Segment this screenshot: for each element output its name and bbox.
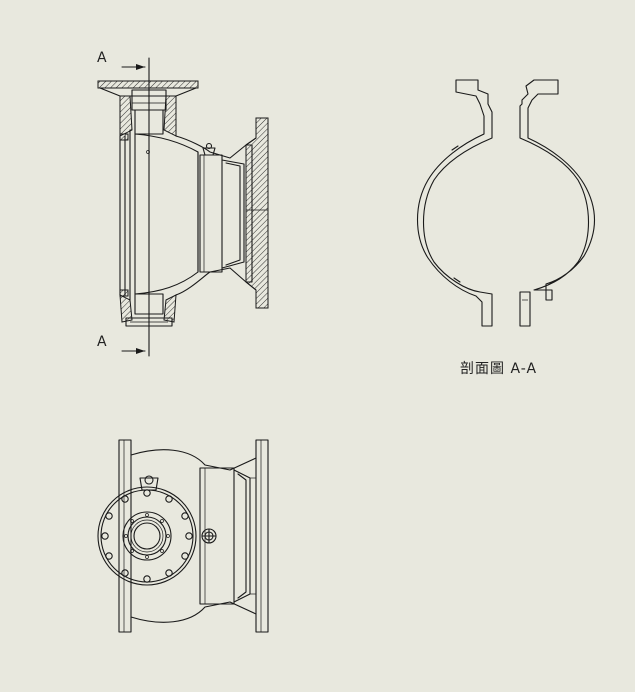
front-view: A A — [97, 50, 269, 357]
section-caption: 剖面圖 A-A — [460, 361, 537, 377]
bolt-holes — [101, 489, 193, 583]
section-cut-line: A A — [97, 50, 150, 357]
section-marker-bottom: A — [97, 334, 107, 350]
section-a-a-view: 剖面圖 A-A — [416, 79, 595, 377]
end-view — [97, 439, 269, 633]
inner-bolt-ring — [124, 513, 170, 559]
section-marker-top: A — [97, 50, 107, 66]
